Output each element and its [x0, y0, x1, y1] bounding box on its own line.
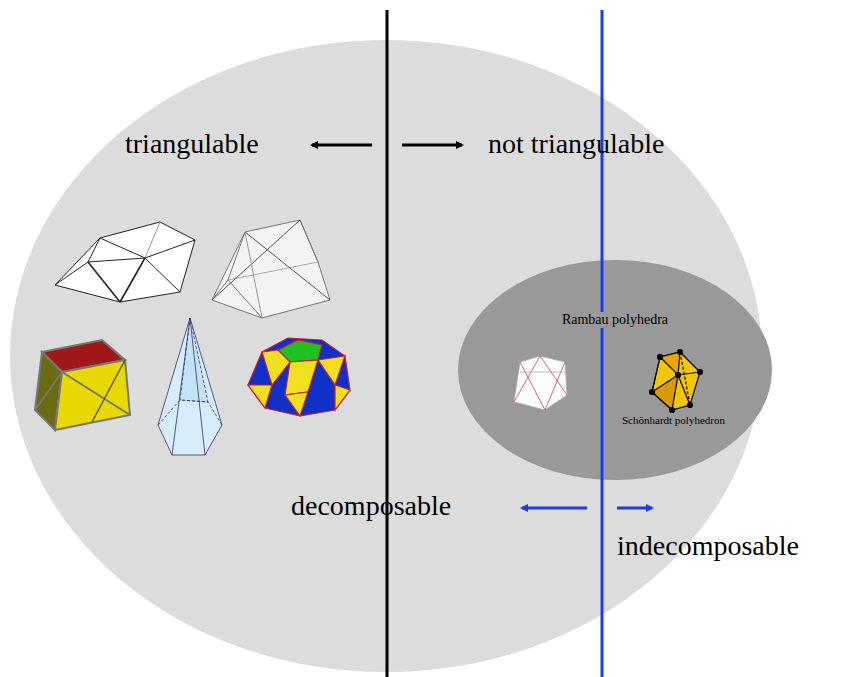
frustum-polyhedron: [212, 220, 330, 318]
blue-left-arrow: [522, 507, 587, 510]
region-label: decomposable: [291, 492, 451, 520]
figure-caption: Schönhardt polyhedron: [622, 415, 725, 426]
yellow-cube: [35, 340, 130, 430]
left-arrow: [312, 144, 372, 147]
region-title: Rambau polyhedra: [560, 312, 670, 328]
right-arrow: [402, 144, 462, 147]
cupola-polyhedron: [248, 338, 350, 416]
schonhardt-polyhedron: [650, 350, 703, 413]
region-label: not triangulable: [488, 130, 665, 158]
rambau-prism: [514, 356, 567, 410]
ellipse-outline: [458, 260, 772, 480]
region-ellipse: Rambau polyhedra: [458, 260, 772, 480]
triangulable-divider: [386, 10, 389, 677]
region-label: triangulable: [125, 130, 259, 158]
wireframe-polyhedron: [55, 222, 195, 302]
region-title-row: Rambau polyhedra: [458, 310, 772, 328]
blue-right-arrow: [617, 507, 652, 510]
blue-pyramid: [158, 318, 222, 455]
decomposable-divider: [601, 10, 604, 677]
region-label: indecomposable: [617, 532, 799, 560]
